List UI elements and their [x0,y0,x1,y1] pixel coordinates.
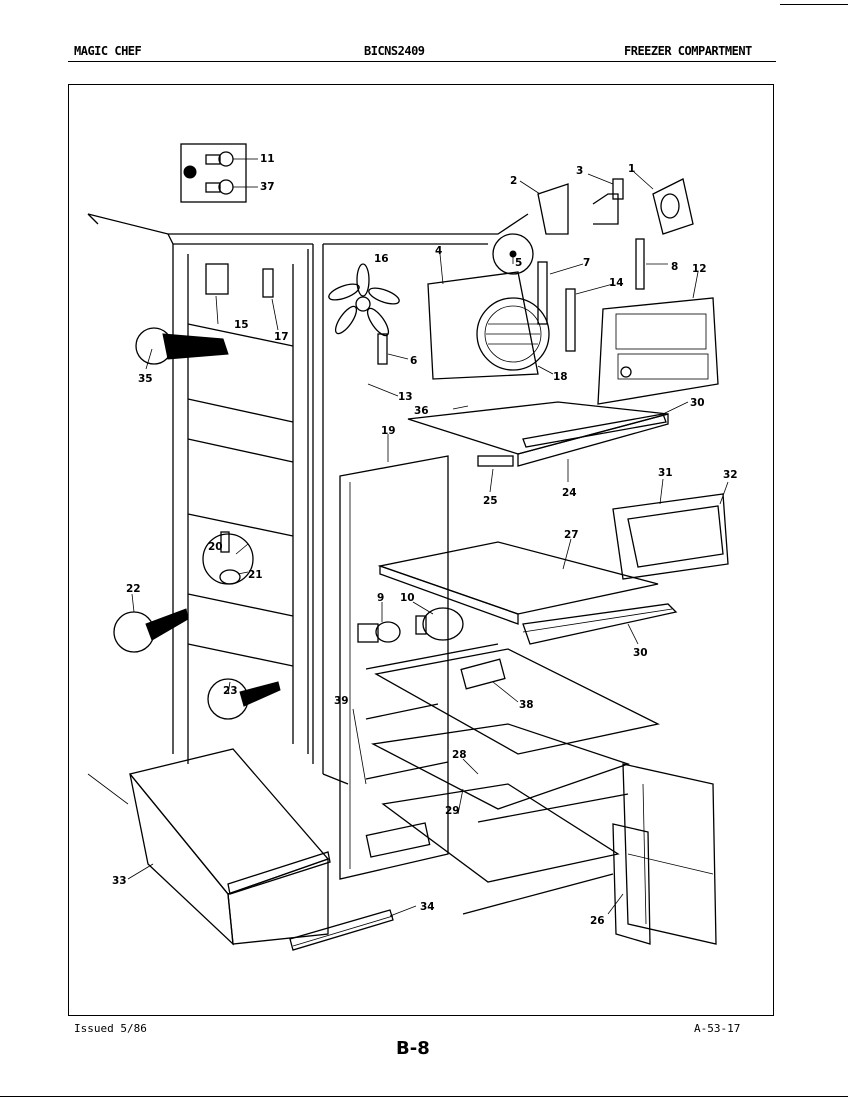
part-label-17: 17 [274,331,289,343]
part-label-34: 34 [420,901,435,913]
header-section: FREEZER COMPARTMENT [624,44,752,58]
leader-lines [127,158,729,917]
part-label-28: 28 [452,749,467,761]
part-label-20: 20 [208,541,223,553]
part-label-30b: 30 [633,647,648,659]
cabinet-body [87,213,529,805]
part-label-1: 1 [628,163,635,175]
footer-code: A-53-17 [694,1022,741,1035]
footer-issued: Issued 5/86 [74,1022,147,1035]
part-labels: 1 2 3 4 5 6 7 8 9 10 11 12 13 14 15 16 1… [112,153,738,927]
header-rule [68,61,776,62]
part-label-2: 2 [510,175,517,187]
part-label-16: 16 [374,253,389,265]
part-label-23: 23 [223,685,238,697]
part-label-6: 6 [410,355,417,367]
bottom-rule [0,1096,848,1097]
exploded-parts-diagram: 1 2 3 4 5 6 7 8 9 10 11 12 13 14 15 16 1… [87,143,738,951]
page-number: B-8 [396,1038,430,1059]
part-label-30a: 30 [690,397,705,409]
door-panel [612,763,717,945]
ice-tray [612,493,729,580]
part-label-36: 36 [414,405,429,417]
bracket-parts [537,178,694,235]
part-label-8: 8 [671,261,678,273]
fan-blade [328,263,400,337]
diagram-frame [68,84,774,1016]
part-label-11: 11 [260,153,275,165]
part-label-38: 38 [519,699,534,711]
part-label-33: 33 [112,875,127,887]
air-baffle [597,297,719,405]
part-label-18: 18 [553,371,568,383]
part-label-12: 12 [692,263,707,275]
part-label-32: 32 [723,469,738,481]
middle-shelf [377,541,678,645]
part-label-14: 14 [609,277,624,289]
part-label-35: 35 [138,373,153,385]
upper-shelf [407,401,669,467]
part-label-21: 21 [248,569,263,581]
part-label-10: 10 [400,592,415,604]
glass-shelves [365,643,660,915]
inset-knob-box [180,143,248,203]
part-label-13: 13 [398,391,413,403]
part-label-24: 24 [562,487,577,499]
light-bulbs [357,607,464,643]
part-label-9: 9 [377,592,384,604]
part-label-25: 25 [483,495,498,507]
part-label-19: 19 [381,425,396,437]
trim-strips [377,238,645,365]
fan-bracket-shroud [427,233,550,380]
crisper-bin [128,748,394,951]
part-label-26: 26 [590,915,605,927]
part-label-39: 39 [334,695,349,707]
part-label-3: 3 [576,165,583,177]
header-brand: MAGIC CHEF [74,44,142,58]
small-hardware [113,263,281,720]
part-label-5: 5 [515,257,522,269]
part-label-31: 31 [658,467,673,479]
part-label-7: 7 [583,257,590,269]
evaporator-cover [339,455,449,880]
part-label-27: 27 [564,529,579,541]
part-label-4: 4 [435,245,442,257]
header-model: BICNS2409 [364,44,425,58]
part-label-22: 22 [126,583,141,595]
part-label-29: 29 [445,805,460,817]
part-label-15: 15 [234,319,249,331]
part-label-37: 37 [260,181,275,193]
corner-rule [780,4,848,5]
